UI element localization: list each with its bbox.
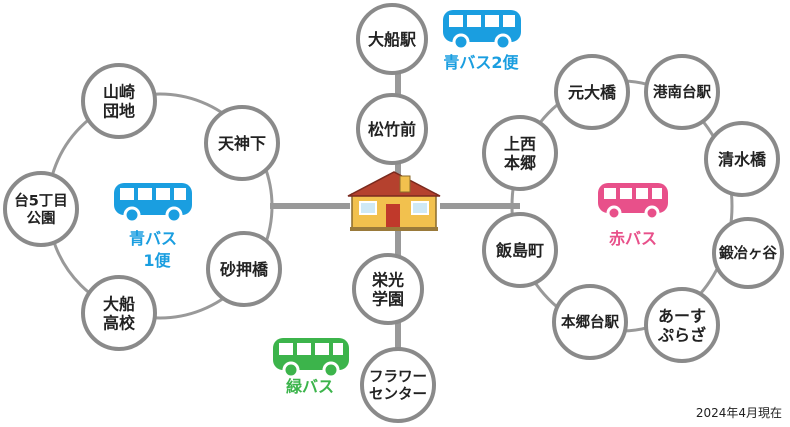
station-ofunaeki: 大船駅 <box>356 3 428 75</box>
station-node-shimizubashi <box>704 121 780 197</box>
station-node-matsutakemae <box>356 93 428 165</box>
station-node-yamasaki <box>81 63 157 139</box>
station-label-eiko-1: 栄光 <box>371 270 404 289</box>
station-tenjinshita: 天神下 <box>204 105 280 181</box>
station-label-konandai-1: 港南台駅 <box>653 83 711 101</box>
station-node-flower <box>360 347 436 423</box>
route-label-blue2: 青バス2便 <box>443 53 519 72</box>
station-label-sunaoshi-1: 砂押橋 <box>220 260 269 279</box>
station-label-flower-2: センター <box>369 386 427 403</box>
station-hongodai: 本郷台駅 <box>552 284 628 360</box>
station-label-asuplaza-2: ぷらざ <box>657 325 706 344</box>
station-label-asuplaza-1: あーす <box>658 306 706 325</box>
station-node-iijima <box>482 212 558 288</box>
date-note: 2024年4月現在 <box>695 406 782 420</box>
station-label-tenjinshita-1: 天神下 <box>218 134 266 153</box>
station-node-konandai <box>644 54 720 130</box>
station-label-motoohashi-1: 元大橋 <box>568 83 617 102</box>
station-node-sunaoshi <box>206 231 282 307</box>
station-motoohashi: 元大橋 <box>554 54 630 130</box>
station-label-iijima-1: 飯島町 <box>495 241 544 260</box>
station-iijima: 飯島町 <box>482 212 558 288</box>
station-node-motoohashi <box>554 54 630 130</box>
route-label-red: 赤バス <box>609 229 657 248</box>
station-label-ofunaeki-1: 大船駅 <box>368 30 417 49</box>
station-label-matsutakemae-1: 松竹前 <box>368 120 416 139</box>
route-label-blue1-line2: 1便 <box>143 251 171 270</box>
station-node-dai5 <box>3 171 79 247</box>
station-node-asuplaza <box>644 287 720 363</box>
station-label-ofunakoko-1: 大船 <box>103 294 135 313</box>
station-label-hongodai-1: 本郷台駅 <box>561 313 619 331</box>
station-label-eiko-2: 学園 <box>372 289 404 308</box>
station-label-shimizubashi-1: 清水橋 <box>718 150 767 169</box>
station-sunaoshi: 砂押橋 <box>206 231 282 307</box>
station-label-dai5-2: 公園 <box>27 210 56 227</box>
station-label-dai5-1: 台5丁目 <box>14 191 68 209</box>
station-node-tenjinshita <box>204 105 280 181</box>
station-label-kajigaya-1: 鍛冶ヶ谷 <box>719 244 777 262</box>
station-kajigaya: 鍛冶ヶ谷 <box>712 217 784 289</box>
station-node-ofunaeki <box>356 3 428 75</box>
station-label-kaminishi-2: 本郷 <box>504 153 536 172</box>
station-shimizubashi: 清水橋 <box>704 121 780 197</box>
bus-icon-green <box>273 338 349 379</box>
station-node-hongodai <box>552 284 628 360</box>
house-icon <box>347 171 441 231</box>
station-label-flower-1: フラワー <box>369 369 427 385</box>
bus-icon-blue2 <box>443 10 521 51</box>
route-label-green: 緑バス <box>286 377 334 396</box>
station-label-yamasaki-2: 団地 <box>103 101 135 120</box>
station-node-kaminishi <box>482 115 558 191</box>
station-label-yamasaki-1: 山崎 <box>103 82 135 101</box>
station-label-kaminishi-1: 上西 <box>504 134 536 153</box>
station-node-eiko <box>352 253 424 325</box>
bus-icon-blue1 <box>114 183 192 224</box>
station-node-kajigaya <box>712 217 784 289</box>
station-matsutakemae: 松竹前 <box>356 93 428 165</box>
station-konandai: 港南台駅 <box>644 54 720 130</box>
station-node-ofunakoko <box>81 275 157 351</box>
bus-icon-red <box>598 183 668 221</box>
route-label-blue1-line1: 青バス <box>129 229 177 248</box>
station-label-ofunakoko-2: 高校 <box>103 313 136 332</box>
